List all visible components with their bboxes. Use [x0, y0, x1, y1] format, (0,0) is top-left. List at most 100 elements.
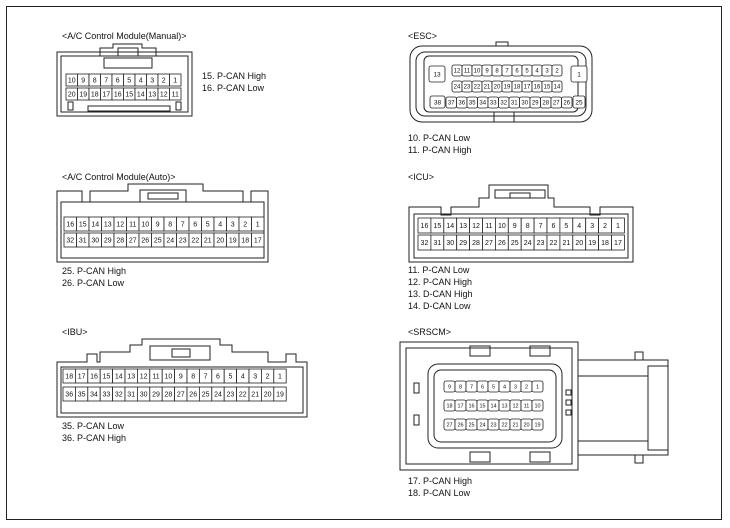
pin-label: 8: [191, 374, 195, 381]
pin-label: 19: [534, 422, 540, 428]
pin-label: 18: [241, 238, 249, 245]
pin-label: 34: [479, 101, 486, 107]
pin-label: 26: [457, 422, 463, 428]
pin-label: 24: [479, 422, 485, 428]
pin-label: 27: [485, 240, 493, 247]
diagram-frame: [6, 6, 722, 520]
pin-label: 14: [137, 92, 145, 99]
pin-label: 19: [276, 392, 284, 399]
pin-note: 16. P-CAN Low: [202, 83, 265, 93]
icu-notes: 11. P-CAN Low 12. P-CAN High 13. D-CAN H…: [408, 264, 473, 312]
pin-label: 10: [141, 222, 149, 229]
pin-label: 11: [129, 222, 136, 229]
pin-label: 9: [513, 223, 517, 230]
pin-note: 14. D-CAN Low: [408, 301, 471, 311]
pin-label: 25: [154, 238, 162, 245]
pin-label: 21: [512, 422, 518, 428]
pin-label: 8: [495, 69, 499, 75]
pin-label: 16: [468, 403, 474, 409]
pin-label: 31: [511, 101, 518, 107]
pin-label: 9: [81, 78, 85, 85]
pin-label: 36: [458, 101, 465, 107]
pin-label: 7: [470, 384, 473, 390]
pin-cell: [561, 96, 573, 109]
pin-label: 16: [421, 223, 429, 230]
pin-label: 23: [490, 422, 496, 428]
pin-label: 30: [140, 392, 148, 399]
pin-label: 27: [553, 101, 560, 107]
pin-label: 24: [454, 85, 461, 91]
pin-label: 11: [172, 92, 179, 99]
pin-label: 7: [181, 222, 185, 229]
pin-label: 29: [532, 101, 539, 107]
pin-cell: [251, 216, 265, 232]
pin-note: 26. P-CAN Low: [62, 278, 125, 288]
pin-label: 22: [191, 238, 199, 245]
pin-label: 19: [588, 240, 596, 247]
pin-note: 35. P-CAN Low: [62, 421, 125, 431]
pin-label: 7: [104, 78, 108, 85]
pin-label: 3: [231, 222, 235, 229]
pin-label: 12: [472, 223, 480, 230]
pin-label: 23: [227, 392, 235, 399]
pin-label: 27: [129, 238, 137, 245]
pin-label: 32: [66, 238, 74, 245]
pin-label: 26: [563, 101, 570, 107]
pin-label: 18: [601, 240, 609, 247]
pin-label: 2: [243, 222, 247, 229]
pin-label: 35: [469, 101, 476, 107]
pin-label: 33: [490, 101, 497, 107]
pin-label: 17: [524, 85, 531, 91]
pin-label: 6: [551, 223, 555, 230]
pin-label: 8: [526, 223, 530, 230]
pin-note: 17. P-CAN High: [408, 476, 473, 486]
pin-label: 26: [141, 238, 149, 245]
pin-label: 12: [140, 374, 148, 381]
ac-auto-notes: 25. P-CAN High 26. P-CAN Low: [62, 265, 126, 289]
pin-label: 19: [504, 85, 511, 91]
pin-label: 20: [494, 85, 501, 91]
pin-label: 11: [464, 69, 471, 75]
pin-note: 11. P-CAN High: [408, 145, 472, 155]
pin-label: 16: [66, 222, 74, 229]
pin-label: 15: [544, 85, 551, 91]
pin-label: 34: [90, 392, 98, 399]
pin-label: 11: [524, 403, 530, 409]
pin-label: 18: [91, 92, 99, 99]
pin-label: 30: [521, 101, 528, 107]
pin-label: 2: [603, 223, 607, 230]
pin-label: 2: [525, 384, 528, 390]
pin-label: 26: [189, 392, 197, 399]
pin-cell: [169, 73, 182, 87]
pin-cell: [273, 386, 287, 402]
pin-label: 15: [479, 403, 485, 409]
pin-label: 6: [515, 69, 519, 75]
pin-cell: [169, 87, 182, 101]
pin-label: 17: [457, 403, 463, 409]
pin-cell: [273, 368, 287, 384]
pin-label: 15: [103, 374, 111, 381]
pin-cell: [429, 95, 446, 109]
pin-label: 6: [193, 222, 197, 229]
pin-label: 23: [179, 238, 187, 245]
pin-label: 4: [503, 384, 506, 390]
pin-cell: [251, 232, 265, 248]
pin-cell: [531, 418, 544, 431]
pin-cell: [611, 234, 625, 251]
pin-label: 14: [91, 222, 99, 229]
pin-label: 32: [421, 240, 429, 247]
pin-label: 2: [266, 374, 270, 381]
pin-label: 15: [433, 223, 441, 230]
pin-label: 9: [485, 69, 489, 75]
pin-label: 17: [254, 238, 262, 245]
pin-label: 28: [542, 101, 549, 107]
pin-cell: [428, 65, 446, 83]
pin-label: 6: [116, 78, 120, 85]
icu-title: <ICU>: [408, 172, 435, 182]
pin-label: 18: [446, 403, 452, 409]
pin-label: 32: [500, 101, 507, 107]
pin-label: 25: [575, 99, 583, 106]
